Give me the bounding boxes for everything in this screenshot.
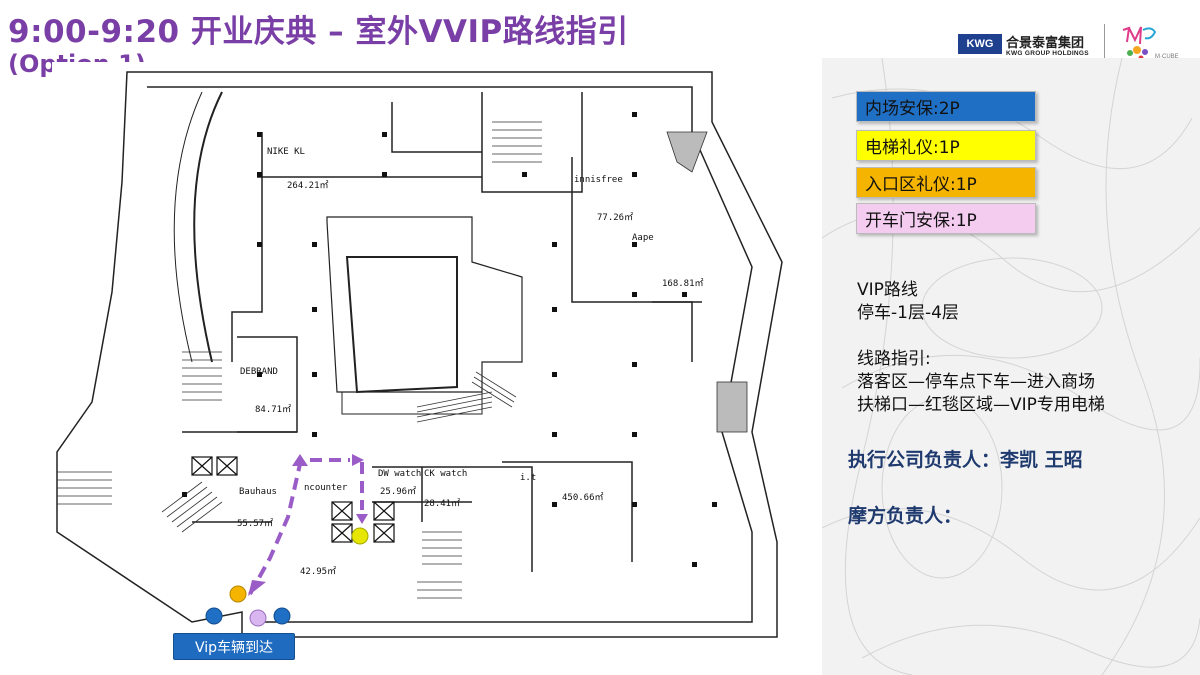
store-name: DEBRAND (240, 367, 278, 377)
route-notes: VIP路线 停车-1层-4层 线路指引: 落客区—停车点下车—进入商场 扶梯口—… (857, 279, 1105, 417)
legend-label: 入口区礼仪:1P (865, 175, 977, 195)
exec-company-manager: 执行公司负责人：李凯 王昭 (848, 449, 1083, 471)
store-area: 264.21㎡ (287, 180, 329, 191)
kwg-logo-english: KWG GROUP HOLDINGS (1006, 50, 1089, 57)
vip-route-parking: 停车-1层-4层 (857, 303, 959, 323)
floor-plan-columns (182, 112, 717, 567)
store-area: 77.26㎡ (597, 212, 633, 223)
legend-entrance-host: 入口区礼仪:1P (856, 167, 1036, 198)
store-name: Bauhaus (239, 487, 277, 497)
security-marker (273, 607, 291, 625)
store-name: innisfree (574, 175, 623, 185)
store-labels: NIKE KL 264.21㎡ innisfree 77.26㎡ Aape 16… (237, 147, 704, 577)
entrance-host-marker (229, 585, 247, 603)
legend-label: 电梯礼仪:1P (865, 138, 960, 158)
page-title: 9:00-9:20 开业庆典 – 室外VVIP路线指引 (8, 14, 629, 50)
staff-markers (205, 527, 369, 627)
vip-route-path (248, 458, 364, 595)
floor-plan-elevators (191, 456, 395, 543)
store-area: 84.71㎡ (255, 404, 291, 415)
elevator-host-marker (351, 527, 369, 545)
store-name: i.t (520, 473, 536, 483)
mcube-logo-english: M·CUBE (1155, 54, 1179, 60)
legend-door-security: 开车门安保:1P (856, 203, 1036, 234)
store-name: NIKE KL (267, 147, 305, 157)
legend-elevator-host: 电梯礼仪:1P (856, 130, 1036, 161)
legend-label: 开车门安保:1P (865, 211, 977, 231)
route-guide-line-1: 落客区—停车点下车—进入商场 (857, 372, 1095, 392)
kwg-logo-chinese: 合景泰富集团 (1006, 36, 1085, 51)
store-name: DW watch (378, 469, 421, 479)
store-area: 450.66㎡ (562, 492, 604, 503)
store-area: 25.96㎡ (380, 486, 416, 497)
store-name: Aape (632, 233, 654, 243)
logo-divider (1104, 24, 1105, 64)
mofang-manager: 摩方负责人： (848, 505, 963, 527)
vip-arrival-label: Vip车辆到达 (173, 633, 295, 660)
door-security-marker (249, 609, 267, 627)
store-name: CK watch (424, 469, 467, 479)
store-area: 42.95㎡ (300, 566, 336, 577)
store-area: 28.41㎡ (424, 498, 460, 509)
route-guide-line-2: 扶梯口—红毯区域—VIP专用电梯 (857, 395, 1105, 415)
kwg-logo-mark: KWG (958, 34, 1002, 54)
store-area: 55.57㎡ (237, 518, 273, 529)
logo-area: KWG 合景泰富集团 KWG GROUP HOLDINGS M·CUBE (950, 18, 1195, 68)
store-name: ncounter (304, 483, 348, 493)
route-guide-title: 线路指引: (857, 349, 931, 369)
floor-plan-voids (666, 131, 748, 433)
security-marker (205, 607, 223, 625)
legend-label: 内场安保:2P (865, 99, 960, 119)
store-area: 168.81㎡ (662, 278, 704, 289)
mcube-logo-icon (1122, 26, 1157, 61)
legend-inner-security: 内场安保:2P (856, 91, 1036, 122)
vip-route-arrowheads (248, 454, 368, 596)
floor-plan: NIKE KL 264.21㎡ innisfree 77.26㎡ Aape 16… (52, 62, 822, 646)
vip-route-title: VIP路线 (857, 280, 918, 300)
